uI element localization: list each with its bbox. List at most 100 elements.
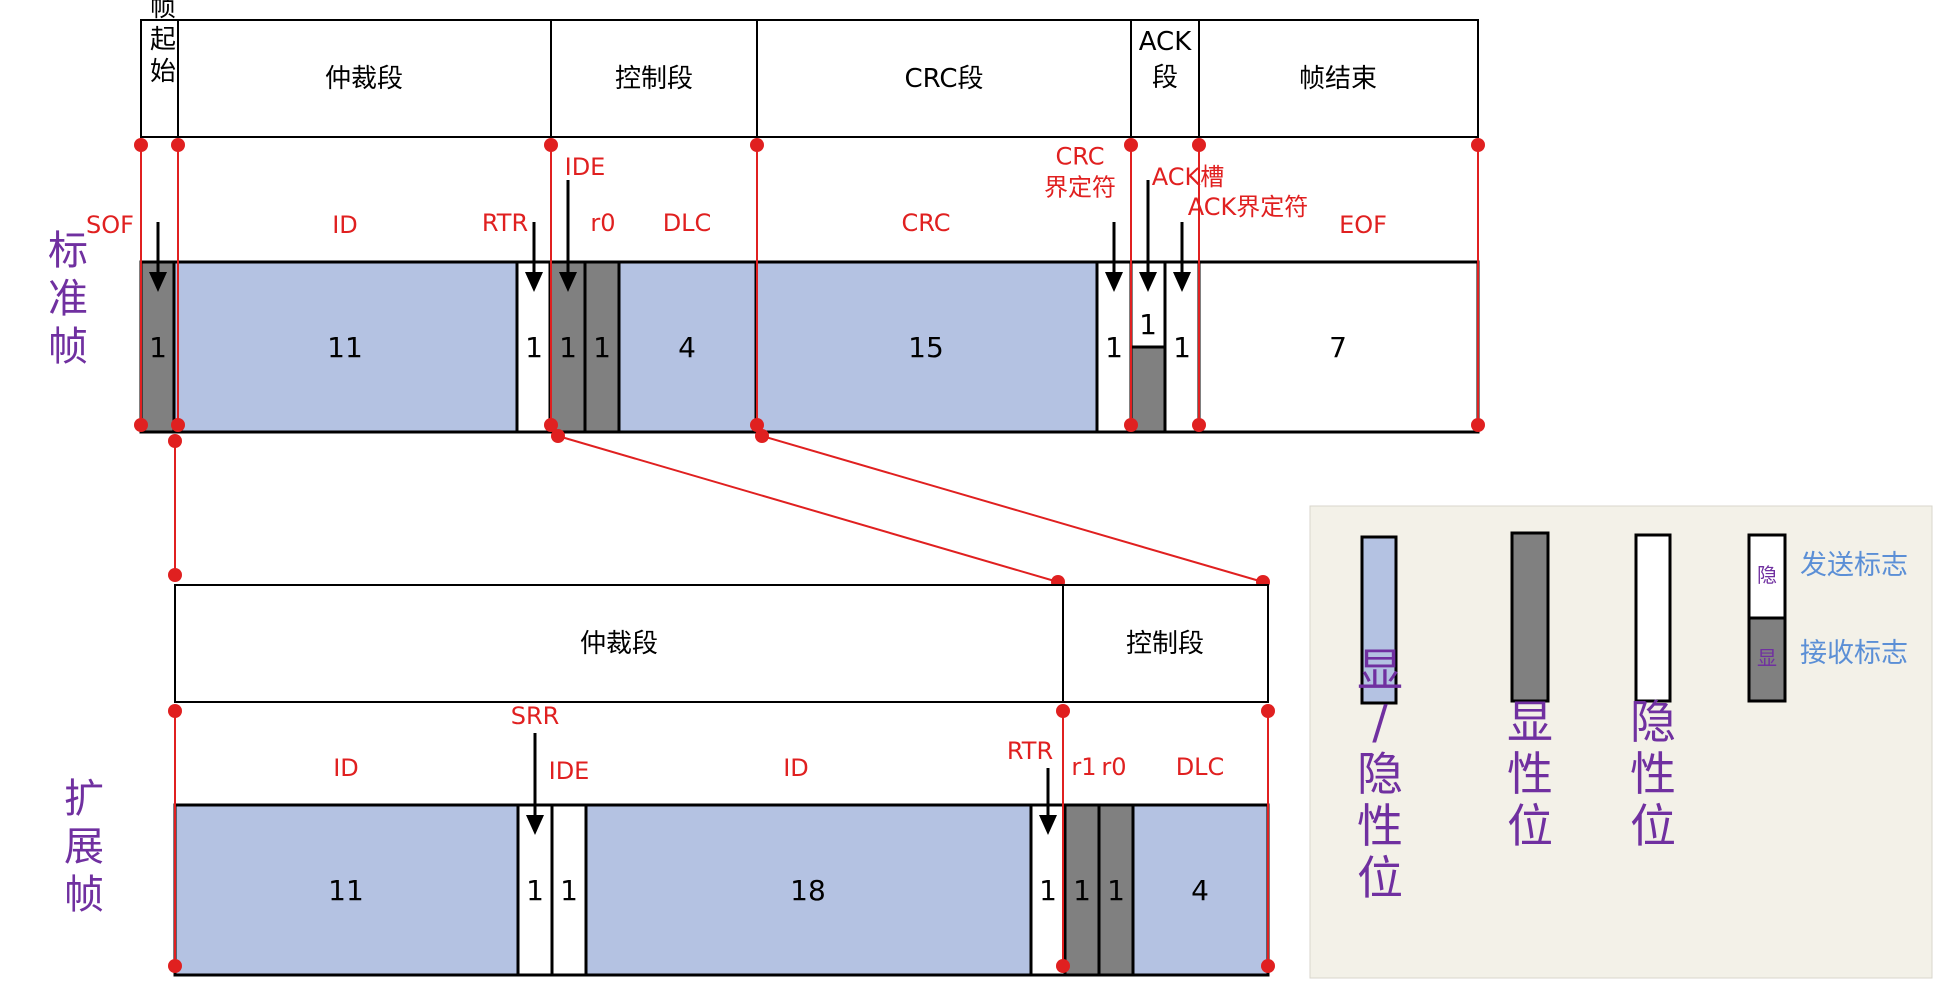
- ext-dot: [168, 959, 182, 973]
- std-field-dlc: DLC: [663, 209, 712, 237]
- std-field-id: ID: [332, 211, 358, 239]
- legend-label-dominant: 显性位: [1507, 695, 1553, 853]
- std-arrow-ack-delim-head: [1173, 272, 1191, 292]
- label-glyph: 位: [1630, 799, 1676, 853]
- extended-frame-label: 扩展帧: [64, 776, 104, 918]
- label-glyph: 性: [1357, 799, 1403, 853]
- std-bit-eof-value: 7: [1329, 331, 1347, 364]
- ext-boundaries: [168, 704, 1275, 973]
- ext-seg-arb-label: 仲裁段: [580, 629, 658, 659]
- std-dot: [1192, 138, 1206, 152]
- std-arrow-sof-head: [149, 272, 167, 292]
- label-glyph: 显: [1357, 643, 1403, 697]
- std-bit-crc: [754, 260, 1099, 434]
- std-dot: [1192, 418, 1206, 432]
- label-glyph: 帧: [48, 324, 88, 370]
- legend-swatch-dominant: [1510, 531, 1550, 703]
- legend-swatch-explicit-implicit: [1360, 535, 1398, 705]
- label-glyph: 性: [1507, 747, 1553, 801]
- ext-bit-id-base: [173, 803, 520, 977]
- extended-frame: 仲裁段 控制段 11 1 1 18 1 1 1 4 ID SRR IDE ID …: [168, 584, 1275, 977]
- ext-dot: [1056, 704, 1070, 718]
- std-bit-ack-slot-value: 1: [1139, 308, 1157, 341]
- ext-bit-srr-value: 1: [526, 874, 544, 907]
- connector-dot: [551, 429, 565, 443]
- std-arrow-rtr-head: [525, 272, 543, 292]
- std-seg-eof-label: 帧结束: [1299, 64, 1377, 94]
- ext-field-rtr: RTR: [1007, 737, 1053, 765]
- legend-send-recv-bottom-char: 显: [1757, 646, 1777, 670]
- ext-bit-rtr-value: 1: [1039, 874, 1057, 907]
- label-glyph: 位: [1357, 851, 1403, 905]
- std-bit-ide-value: 1: [559, 331, 577, 364]
- ext-dot: [1261, 959, 1275, 973]
- ext-bit-id-ext: [584, 803, 1033, 977]
- std-seg-crc-label: CRC段: [904, 64, 983, 94]
- legend-panel: [1309, 505, 1933, 979]
- std-seg-arb-label: 仲裁段: [325, 64, 403, 94]
- ext-dot: [1261, 704, 1275, 718]
- legend-send-label: 发送标志: [1800, 550, 1908, 581]
- ext-field-dlc: DLC: [1176, 753, 1225, 781]
- std-field-ack-slot: ACK槽: [1152, 163, 1225, 191]
- ext-field-id-base: ID: [333, 754, 359, 782]
- std-dot: [1471, 418, 1485, 432]
- std-field-rtr: RTR: [482, 209, 528, 237]
- std-bit-r0-value: 1: [593, 331, 611, 364]
- std-seg-arb-box: [177, 19, 552, 138]
- std-seg-ctrl-box: [550, 19, 758, 138]
- std-bit-crc-value: 15: [908, 331, 944, 364]
- ext-bit-srr: [516, 803, 554, 977]
- std-boundaries: [134, 138, 1485, 432]
- std-arrow-ack-slot-head: [1139, 272, 1157, 292]
- label-glyph: 隐: [1357, 747, 1403, 801]
- std-arrows: [149, 180, 1191, 292]
- ext-arrow-rtr-head: [1039, 815, 1057, 835]
- std-seg-eof-box: [1198, 19, 1479, 138]
- ext-arrow-srr-head: [526, 815, 544, 835]
- label-glyph: 位: [1507, 799, 1553, 853]
- std-seg-sof-label: 帧起始: [150, 0, 176, 87]
- ext-dot: [1056, 959, 1070, 973]
- ext-bit-id-ext-value: 18: [790, 874, 826, 907]
- std-field-sof: SOF: [86, 211, 134, 239]
- std-bit-id-value: 11: [327, 331, 363, 364]
- std-bit-dlc-value: 4: [678, 331, 696, 364]
- legend: 隐 显 发送标志 接收标志 显/隐性位 显性位 隐性位: [1309, 505, 1933, 979]
- ext-bit-id-base-value: 11: [328, 874, 364, 907]
- ext-seg-ctrl-label: 控制段: [1126, 629, 1204, 659]
- std-dot: [544, 418, 558, 432]
- label-glyph: 显: [1507, 695, 1553, 749]
- std-field-eof: EOF: [1339, 211, 1387, 239]
- label-line: 界定符: [1044, 174, 1116, 202]
- ext-arrows: [526, 733, 1057, 835]
- std-bit-crc-delim-value: 1: [1105, 331, 1123, 364]
- label-glyph: 帧: [64, 872, 104, 918]
- label-glyph: 展: [64, 824, 104, 870]
- std-bit-ack-slot-bottom: [1129, 345, 1167, 434]
- label-glyph: 始: [150, 57, 176, 87]
- ext-bit-dlc: [1131, 803, 1270, 977]
- label-glyph: /: [1372, 695, 1388, 749]
- legend-send-recv-bottom: [1747, 616, 1787, 703]
- std-field-ide: IDE: [565, 153, 606, 181]
- legend-recv-label: 接收标志: [1800, 638, 1908, 669]
- connector-dot: [168, 568, 182, 582]
- std-seg-ack-box: [1130, 19, 1200, 138]
- legend-send-recv-top-char: 隐: [1757, 563, 1777, 587]
- std-seg-sof-box: [140, 19, 179, 138]
- std-dot: [171, 138, 185, 152]
- ext-field-r0: r0: [1101, 753, 1126, 781]
- ext-dot: [168, 704, 182, 718]
- std-dot: [750, 138, 764, 152]
- std-field-crc: CRC: [902, 209, 951, 237]
- label-glyph: 准: [48, 276, 88, 322]
- label-line: CRC: [1056, 143, 1105, 171]
- std-dot: [544, 138, 558, 152]
- label-glyph: 起: [150, 25, 176, 55]
- ext-field-r1: r1: [1071, 753, 1096, 781]
- label-glyph: 扩: [64, 776, 104, 822]
- std-dot: [1124, 138, 1138, 152]
